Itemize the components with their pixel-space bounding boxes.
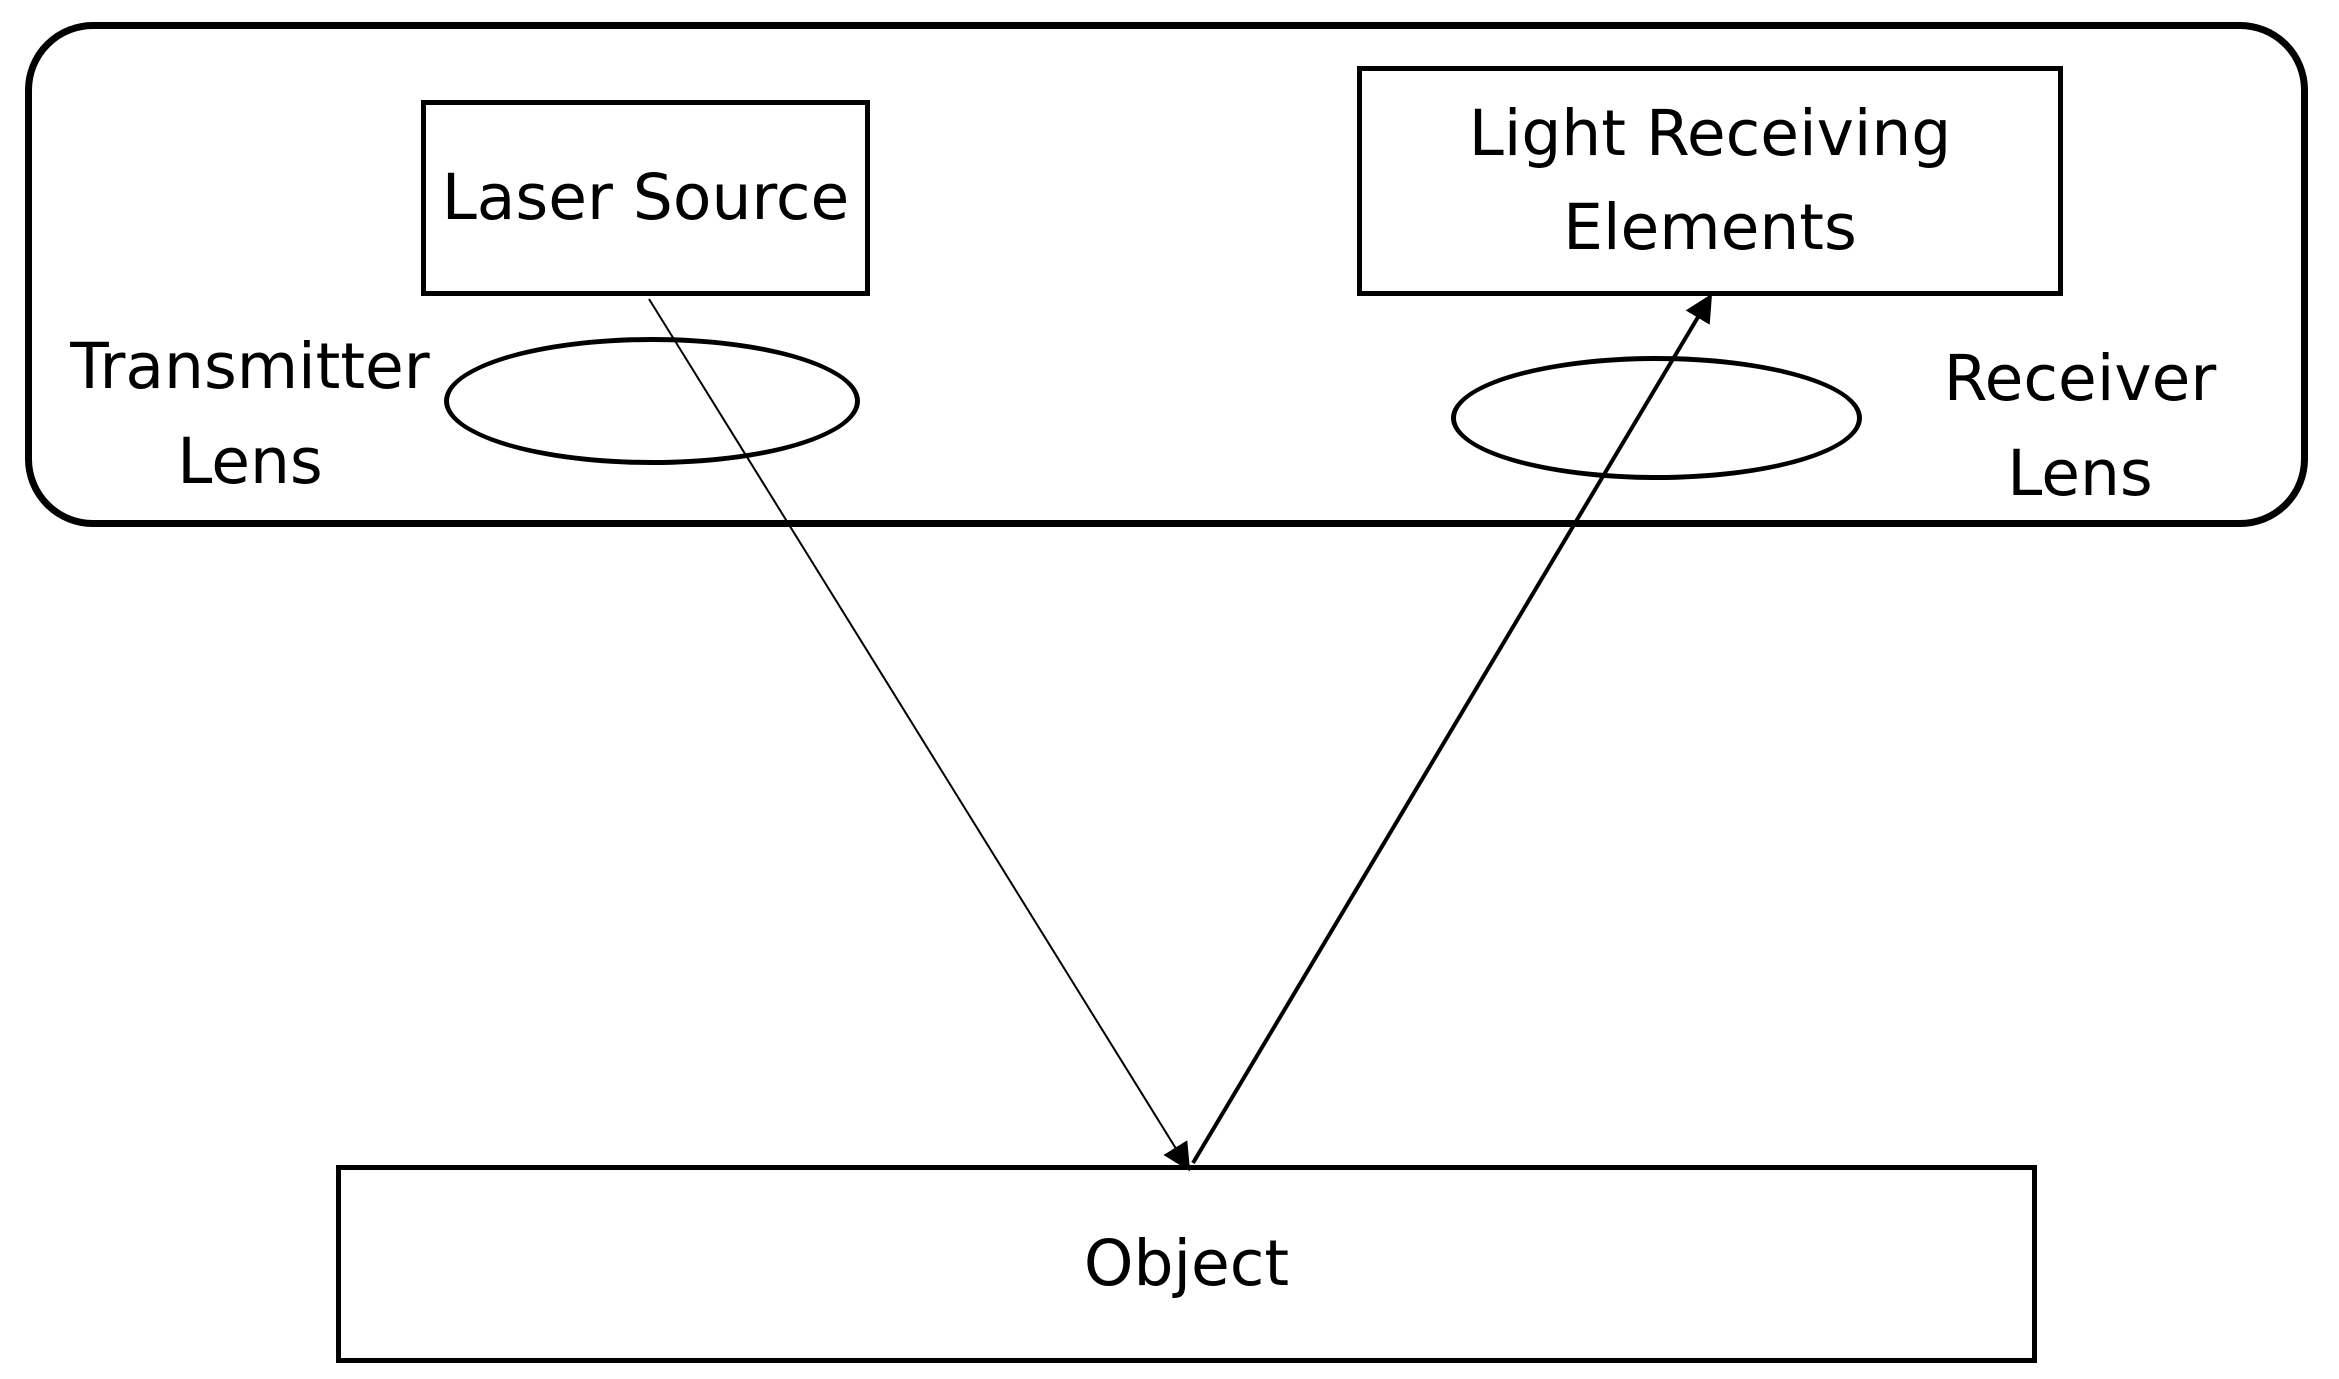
receiver-lens-label-line1: Receiver — [1943, 342, 2217, 415]
transmitter-lens-label: Transmitter Lens — [60, 320, 440, 509]
receiver-lens-label: Receiver Lens — [1930, 332, 2230, 521]
object-label: Object — [1083, 1226, 1290, 1300]
transmitter-lens-label-line2: Lens — [177, 424, 323, 498]
light-receiving-label-line1: Light Receiving — [1468, 96, 1952, 170]
light-receiving-label-line2: Elements — [1563, 191, 1857, 264]
receiver-lens-label-line2: Lens — [2007, 436, 2153, 510]
light-receiving-elements-box: Light Receiving Elements — [1357, 66, 2063, 296]
object-box: Object — [336, 1165, 2037, 1363]
laser-source-label: Laser Source — [441, 160, 850, 234]
transmitter-lens-label-line1: Transmitter — [70, 330, 430, 403]
receiver-lens — [1451, 356, 1862, 480]
laser-source-box: Laser Source — [421, 100, 870, 296]
transmitter-lens — [444, 337, 860, 465]
